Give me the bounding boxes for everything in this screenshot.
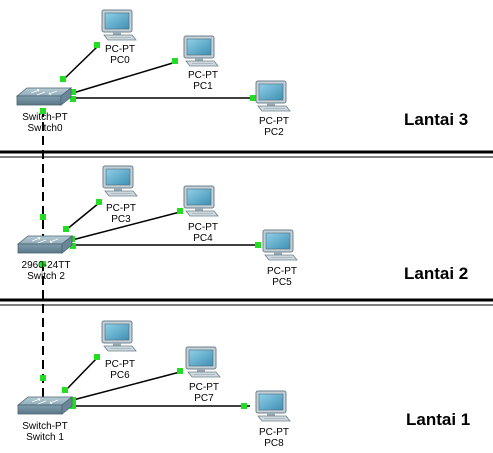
pc-0-model-label: PC-PT [105,44,135,55]
pc-icon [262,229,298,261]
switch-2-model-label: 2960-24TT [22,260,71,271]
pc-icon [102,165,138,197]
pc-8[interactable] [255,390,291,422]
pc-3-name-label: PC3 [111,214,131,225]
pc-icon [101,320,137,352]
pc-4[interactable] [183,185,219,217]
pc-2-model-label: PC-PT [259,116,289,127]
pc-2-name-label: PC2 [264,127,284,138]
switch-icon [17,396,73,415]
pc-2[interactable] [255,80,291,112]
pc-6-name-label: PC6 [110,370,130,381]
pc-icon [183,185,219,217]
pc-4-model-label: PC-PT [188,222,218,233]
pc-1-name-label: PC1 [193,81,213,92]
switch-1-model-label: Switch-PT [22,421,68,432]
switch-1[interactable] [17,396,73,415]
pc-7[interactable] [185,346,221,378]
pc-8-model-label: PC-PT [259,427,289,438]
switch-0[interactable] [16,87,72,106]
pc-1[interactable] [183,35,219,67]
floor-separator-1 [0,150,493,158]
pc-7-model-label: PC-PT [189,382,219,393]
pc-4-name-label: PC4 [193,233,213,244]
pc-0[interactable] [101,9,137,41]
access-links [62,45,258,407]
floor-label-lantai-2: Lantai 2 [404,264,468,283]
pc-3[interactable] [102,165,138,197]
floor-label-lantai-3: Lantai 3 [404,110,468,129]
pc-8-name-label: PC8 [264,438,284,449]
floor-separator-2 [0,298,493,306]
pc-5-model-label: PC-PT [267,266,297,277]
pc-5[interactable] [262,229,298,261]
switch-0-model-label: Switch-PT [22,112,68,123]
pc-1-model-label: PC-PT [188,70,218,81]
pc-5-name-label: PC5 [272,277,292,288]
port-indicators [40,42,261,409]
switch-icon [16,87,72,106]
switch-2-name-label: Switch 2 [27,271,65,282]
pc-7-name-label: PC7 [194,393,214,404]
pc-3-model-label: PC-PT [106,203,136,214]
pc-icon [101,9,137,41]
switch-2[interactable] [17,235,73,254]
pc-icon [183,35,219,67]
switch-0-name-label: Switch0 [27,123,62,134]
switch-1-name-label: Switch 1 [26,432,64,443]
floor-label-lantai-1: Lantai 1 [406,410,470,429]
switch-icon [17,235,73,254]
pc-6-model-label: PC-PT [105,359,135,370]
pc-0-name-label: PC0 [110,55,130,66]
pc-icon [185,346,221,378]
pc-icon [255,390,291,422]
pc-icon [255,80,291,112]
pc-6[interactable] [101,320,137,352]
